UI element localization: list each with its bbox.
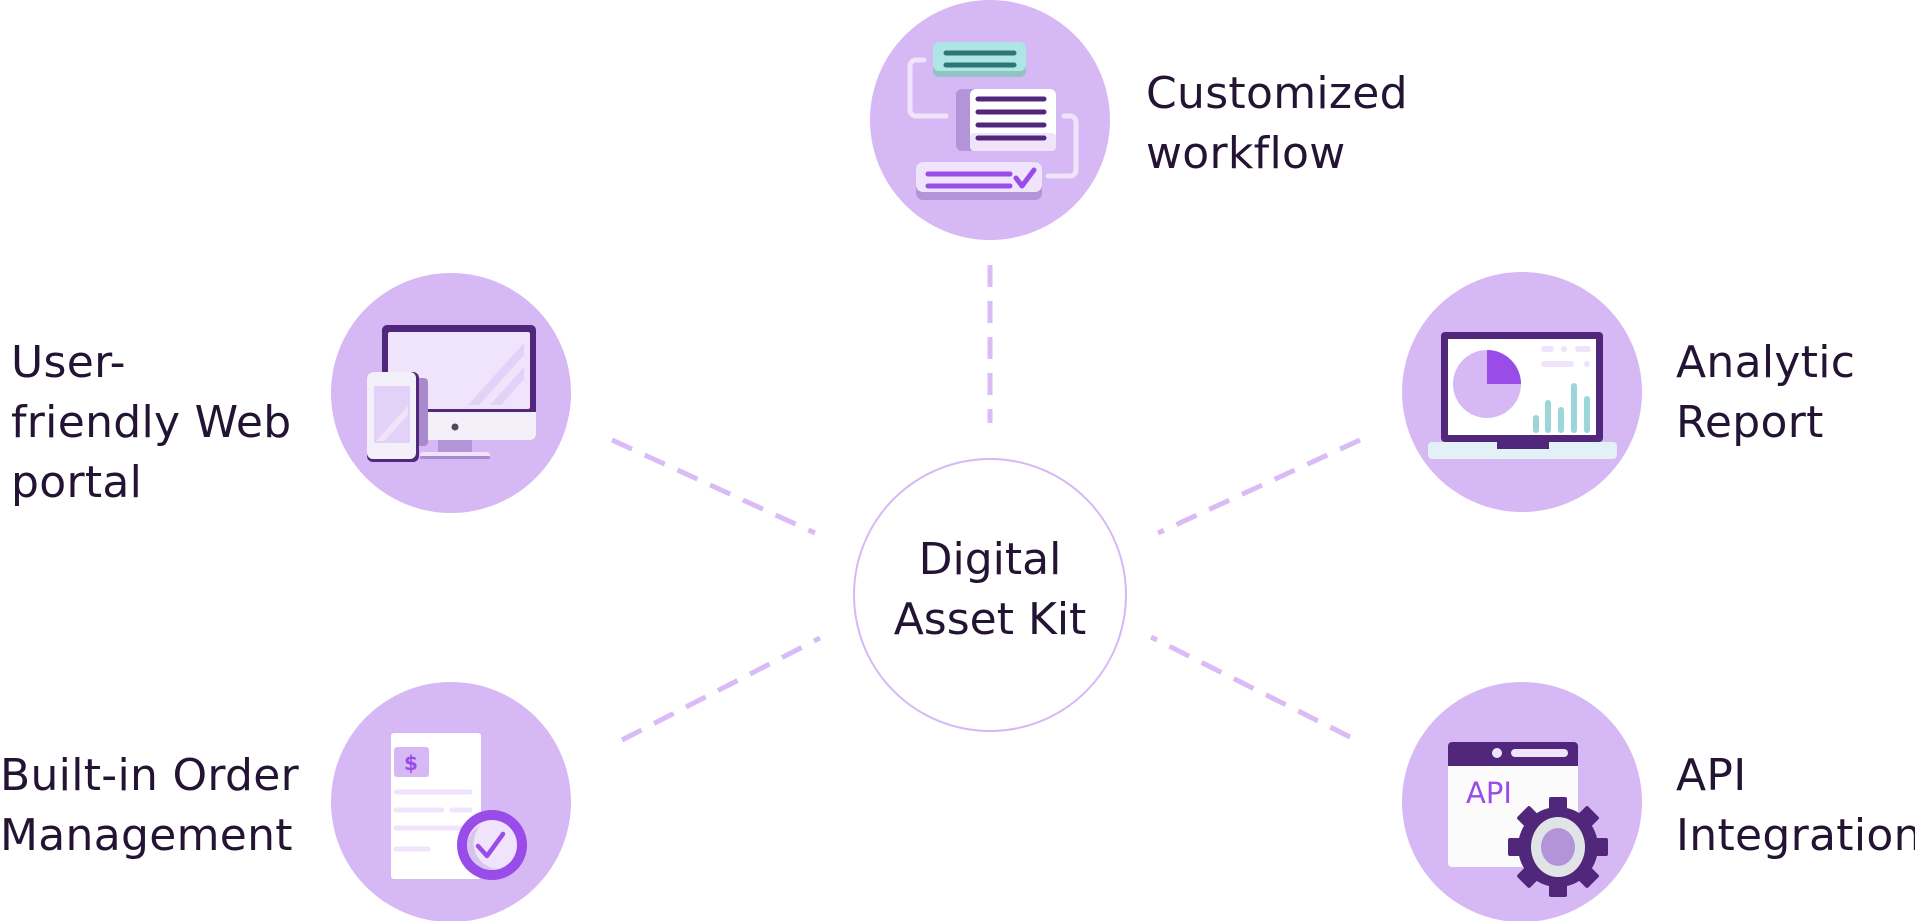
api-gear-icon: API	[1448, 742, 1608, 897]
label-line: Management	[0, 810, 293, 861]
label-line: Report	[1676, 397, 1824, 448]
label-line: Built-in Order	[0, 750, 299, 801]
label-line: workflow	[1146, 128, 1346, 179]
label-line: Integration	[1676, 810, 1915, 861]
label-line: portal	[11, 457, 143, 508]
devices-icon	[367, 325, 536, 462]
feature-label-analytic-report: Analytic Report	[1676, 333, 1855, 453]
connector-left-lower	[620, 635, 822, 743]
center-hub-circle	[853, 458, 1127, 732]
workflow-icon	[907, 42, 1079, 200]
connector-right-lower	[1149, 634, 1352, 740]
label-line: Analytic	[1676, 337, 1856, 388]
label-line: API	[1676, 750, 1747, 801]
connectors	[610, 265, 1362, 743]
center-hub-line: Asset Kit	[893, 594, 1087, 645]
feature-node-order-management: $	[331, 682, 571, 921]
analytics-laptop-icon	[1428, 332, 1617, 459]
feature-node-analytic-report	[1402, 272, 1642, 512]
invoice-check-icon: $	[391, 733, 527, 880]
center-hub-label: Digital Asset Kit	[853, 530, 1127, 650]
connector-right-upper	[1156, 437, 1362, 536]
label-line: User-	[11, 337, 126, 388]
feature-node-api-integration: API	[1402, 682, 1642, 921]
label-line: friendly Web	[11, 397, 292, 448]
connector-left-upper	[610, 437, 817, 536]
feature-label-customized-workflow: Customized workflow	[1146, 64, 1408, 184]
center-hub-line: Digital	[918, 534, 1062, 585]
currency-symbol: $	[404, 751, 418, 775]
feature-node-customized-workflow	[870, 0, 1110, 240]
label-line: Customized	[1146, 68, 1408, 119]
api-icon-text: API	[1466, 776, 1512, 810]
feature-label-api-integration: API Integration	[1676, 746, 1915, 866]
feature-label-order-management: Built-in Order Management	[0, 746, 299, 866]
feature-label-web-portal: User- friendly Web portal	[11, 333, 291, 513]
feature-node-web-portal	[331, 273, 571, 513]
